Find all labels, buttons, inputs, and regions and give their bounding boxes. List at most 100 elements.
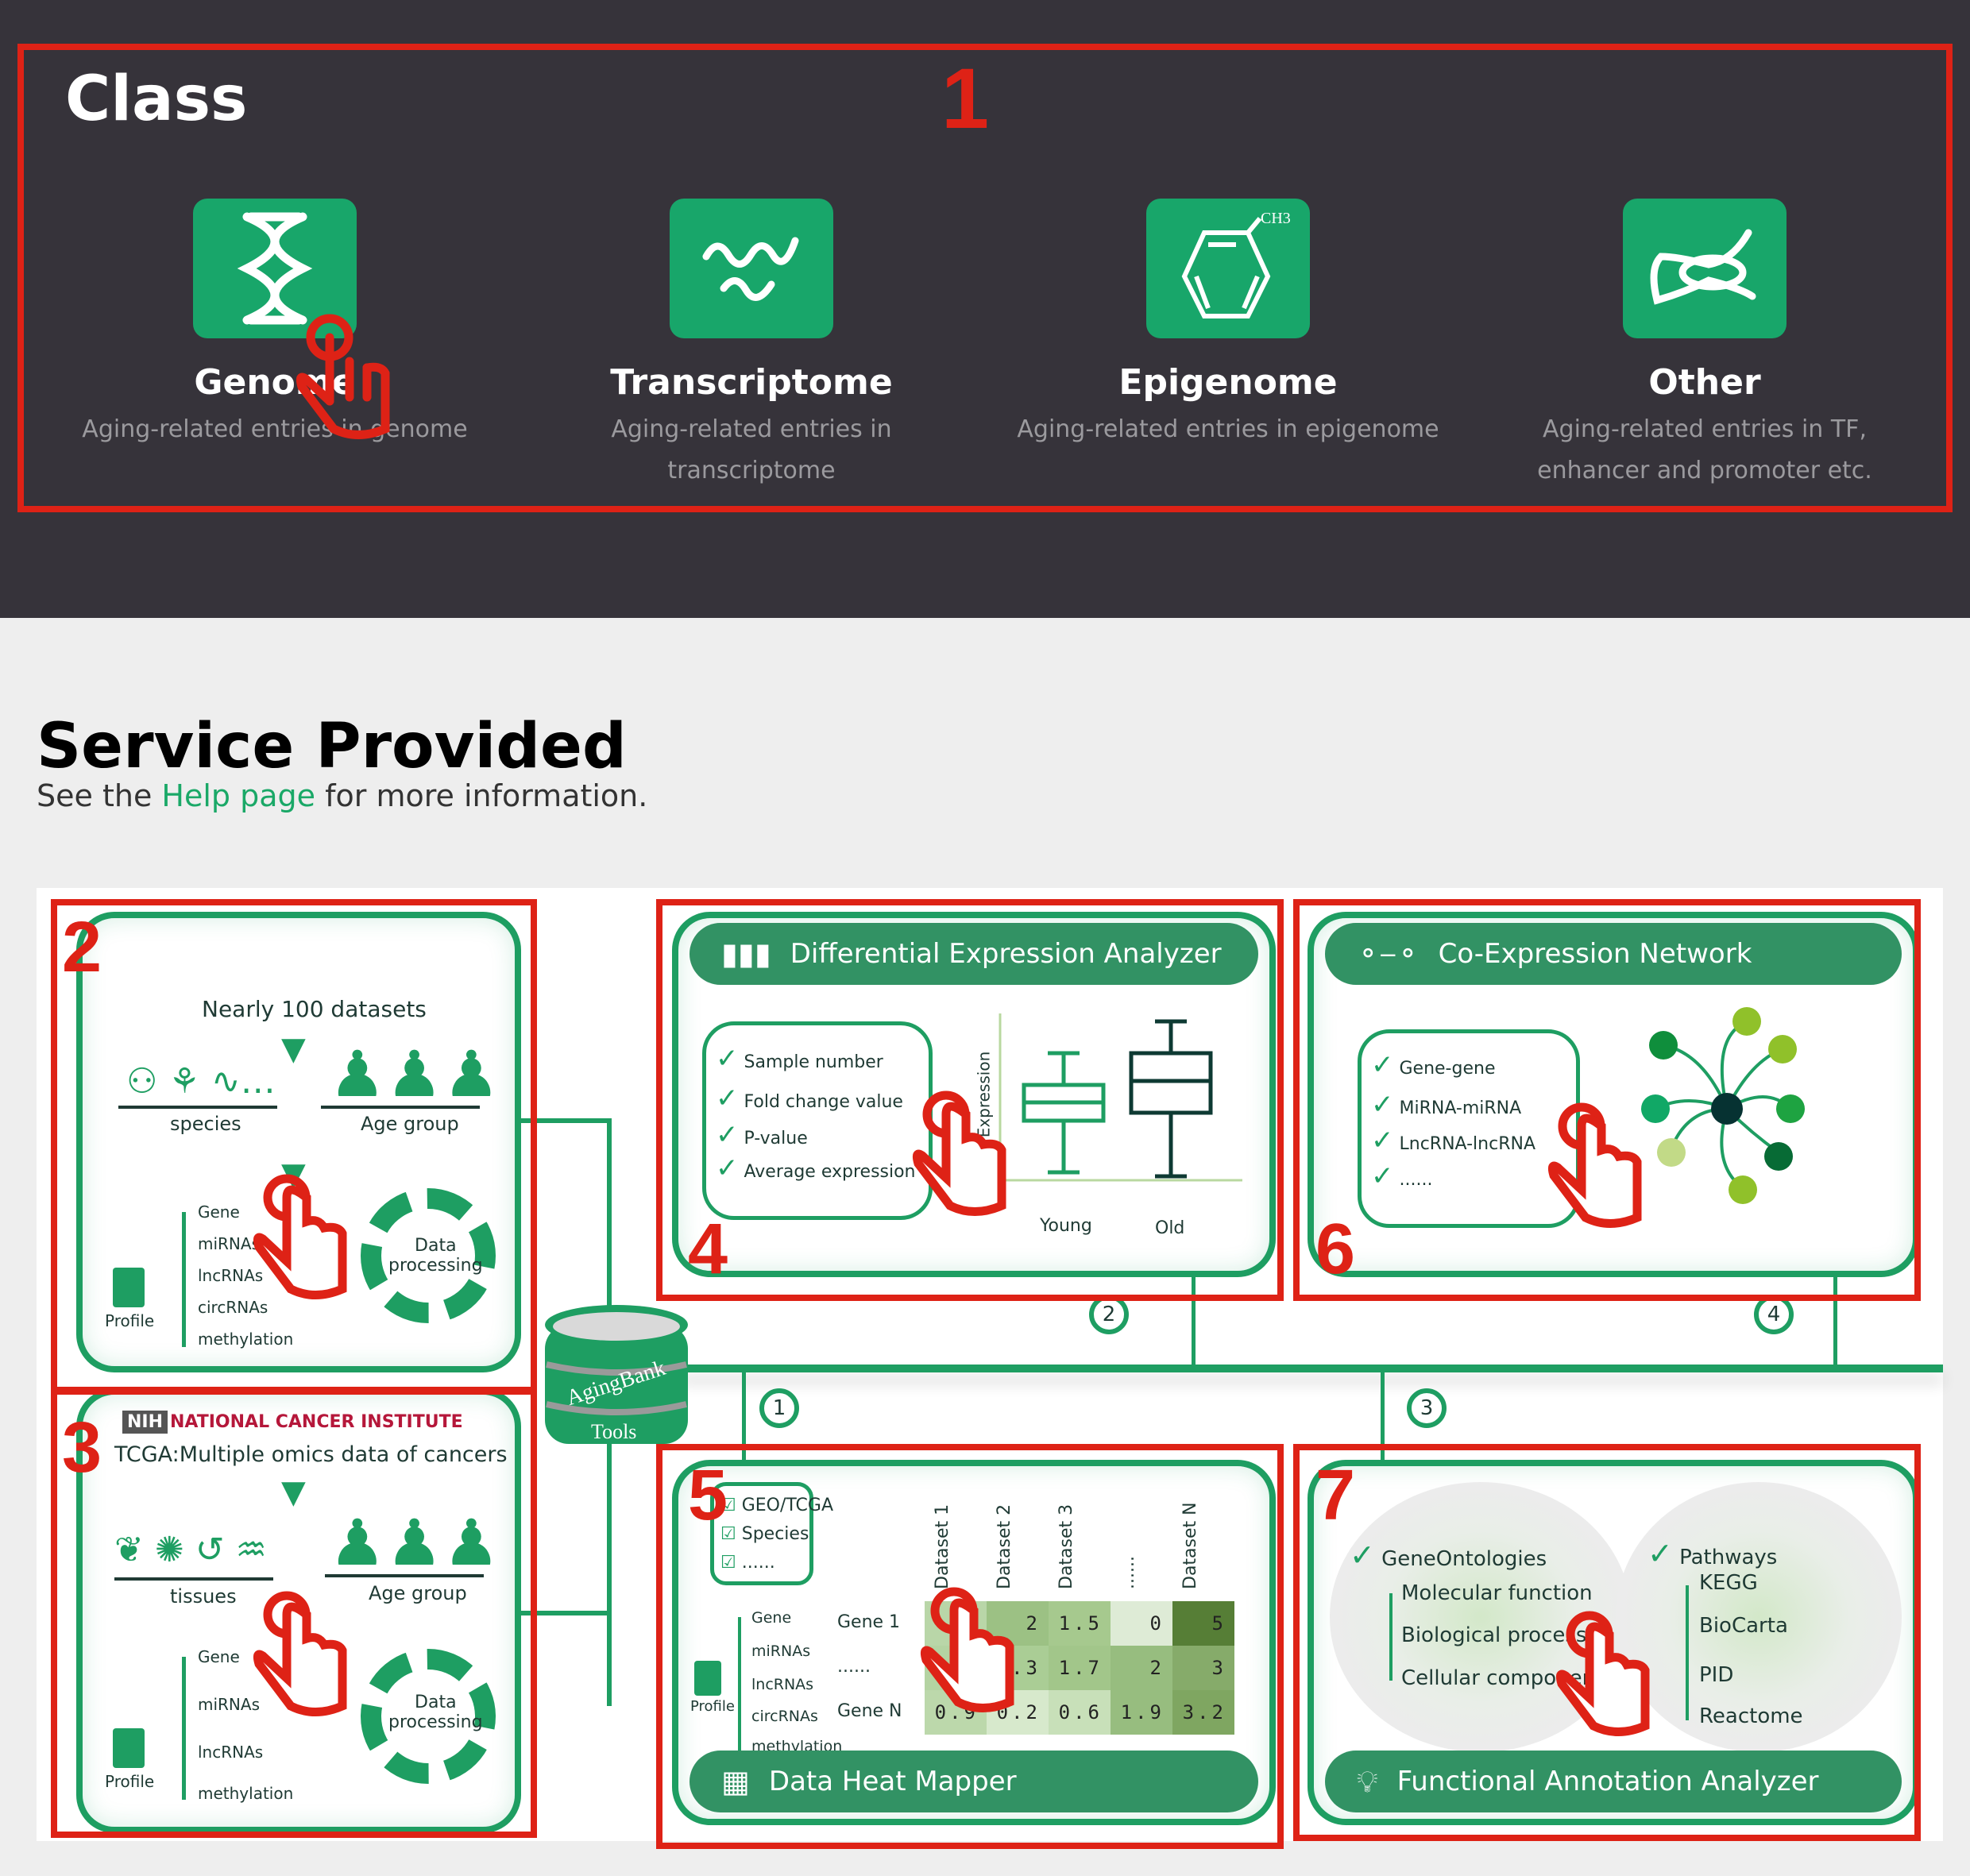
filter-item[interactable]: ☑ ...... <box>720 1553 775 1573</box>
check-item: ✓ Gene-gene <box>1371 1049 1496 1081</box>
pathway-item: Reactome <box>1699 1704 1803 1728</box>
heat-mapper-header[interactable]: ▦ Data Heat Mapper <box>690 1751 1258 1812</box>
coexpr-header[interactable]: ⚬‒⚬ Co-Expression Network <box>1325 923 1902 985</box>
profile-label: Profile <box>105 1772 155 1791</box>
go-item: Biological process <box>1401 1623 1587 1647</box>
rna-wave-icon[interactable] <box>670 199 833 338</box>
annotation-number-7: 7 <box>1315 1456 1356 1535</box>
age-group-label: Age group <box>369 1582 467 1604</box>
checkmark-icon: ✓ <box>716 1119 739 1151</box>
profile-item: Gene <box>198 1647 240 1666</box>
panel-differential-expression[interactable]: ▮▮▮ Differential Expression Analyzer ✓ S… <box>672 912 1276 1277</box>
profile-item: circRNAs <box>198 1298 268 1317</box>
annotation-number-5: 5 <box>688 1456 728 1535</box>
check-item: ✓ ...... <box>1371 1160 1433 1192</box>
hub-sub: Tools <box>591 1420 637 1443</box>
annotation-number-4: 4 <box>688 1210 728 1289</box>
panel-functional-annotation[interactable]: ✓ GeneOntologies Molecular function Biol… <box>1308 1460 1919 1825</box>
check-item: ✓ LncRNA-lncRNA <box>1371 1125 1535 1156</box>
tcga-heading: TCGA:Multiple omics data of cancers <box>114 1442 508 1467</box>
divider <box>114 1577 273 1581</box>
heatmap-cell: 1.9 <box>1111 1690 1172 1735</box>
age-group-people-icon: ♟♟♟ <box>329 1506 500 1580</box>
annotation-number-3: 3 <box>62 1408 102 1488</box>
pathway-title: ✓ Pathways <box>1647 1536 1778 1571</box>
main-bus-line <box>680 1365 1943 1372</box>
diff-expr-checklist: ✓ Sample number ✓ Fold change value ✓ P-… <box>702 1021 933 1220</box>
tree-line <box>182 1212 186 1347</box>
connector <box>1192 1277 1196 1368</box>
class-description: Aging-related entries in epigenome <box>1017 415 1439 443</box>
pathway-item: PID <box>1699 1663 1734 1687</box>
func-annot-header[interactable]: 💡︎ Functional Annotation Analyzer <box>1325 1751 1902 1812</box>
heatmap-column-label: ...... <box>1118 1556 1138 1589</box>
heatmap-column-label: Dataset 2 <box>995 1504 1014 1589</box>
service-title: Service Provided <box>37 711 627 782</box>
gear-step-icon: 4 <box>1754 1295 1794 1334</box>
filter-item[interactable]: ☑ Species <box>720 1524 809 1544</box>
agingbank-hub[interactable]: AgingBank Tools <box>537 1301 696 1460</box>
group-label: Old <box>1155 1218 1185 1238</box>
nih-badge: NIH <box>122 1411 168 1434</box>
network-nodes-icon: ⚬‒⚬ <box>1357 938 1420 970</box>
heatmap-cell: 0.9 <box>925 1690 987 1735</box>
filter-checklist: ☑ GEO/TCGA ☑ Species ☑ ...... <box>710 1482 833 1585</box>
heatmap-cell: 0.8 <box>925 1646 987 1690</box>
panel-coexpression-network[interactable]: ⚬‒⚬ Co-Expression Network ✓ Gene-gene ✓ … <box>1308 912 1919 1277</box>
methyl-benzene-icon[interactable]: CH3 <box>1146 199 1310 338</box>
panel-tcga[interactable]: NIH NATIONAL CANCER INSTITUTE TCGA:Multi… <box>76 1388 521 1833</box>
help-page-link[interactable]: Help page <box>161 778 316 813</box>
loop-ribbon-icon[interactable] <box>1623 199 1787 338</box>
checkbox-checked-icon: ☑ <box>720 1553 736 1573</box>
profile-document-icon <box>113 1728 145 1768</box>
profile-item: miRNAs <box>751 1642 811 1660</box>
dna-helix-icon[interactable] <box>193 199 357 338</box>
heatmap-cell: 1.3 <box>987 1646 1049 1690</box>
filter-item[interactable]: ☑ GEO/TCGA <box>720 1496 834 1515</box>
gear-step-icon: 1 <box>759 1388 799 1428</box>
class-card-epigenome[interactable]: CH3 Epigenome Aging-related entries in e… <box>990 199 1466 450</box>
divider <box>321 1106 480 1109</box>
heatmap-cell: 2 <box>987 1601 1049 1646</box>
check-item: ✓ Sample number <box>716 1043 883 1075</box>
checkmark-icon: ✓ <box>1371 1049 1394 1081</box>
diff-expr-header[interactable]: ▮▮▮ Differential Expression Analyzer <box>690 923 1258 985</box>
ch3-label: CH3 <box>1261 210 1291 227</box>
profile-item: Gene <box>751 1609 792 1627</box>
profile-item: lncRNAs <box>751 1676 814 1693</box>
class-card-other[interactable]: Other Aging-related entries in TF, enhan… <box>1466 199 1943 492</box>
panel-datasets[interactable]: Nearly 100 datasets ▼ ⚇ ⚘ ∿… species ♟♟♟… <box>76 912 521 1372</box>
profile-item: miRNAs <box>198 1234 260 1253</box>
profile-label: Profile <box>690 1698 735 1715</box>
checkbox-checked-icon: ☑ <box>720 1496 736 1515</box>
go-circle <box>1330 1482 1632 1752</box>
connector <box>516 1611 612 1615</box>
heatmap-cell: 0 <box>1111 1601 1172 1646</box>
class-name[interactable]: Epigenome <box>1118 362 1338 403</box>
class-description: Aging-related entries in transcriptome <box>611 415 892 484</box>
func-annot-title: Functional Annotation Analyzer <box>1396 1766 1819 1797</box>
box-old <box>1129 1019 1213 1179</box>
annotation-number-1: 1 <box>941 50 990 146</box>
profile-document-icon <box>113 1268 145 1307</box>
heatmap-row-label: Gene 1 <box>837 1612 901 1632</box>
class-name[interactable]: Genome <box>194 362 356 403</box>
profile-item: miRNAs <box>198 1695 260 1714</box>
box-young <box>1022 1051 1106 1175</box>
class-title: Class <box>65 64 248 135</box>
class-description: Aging-related entries in TF, enhancer an… <box>1537 415 1872 484</box>
class-name[interactable]: Transcriptome <box>610 362 893 403</box>
tree-line <box>738 1617 741 1752</box>
profile-item: circRNAs <box>751 1708 818 1725</box>
class-card-genome[interactable]: Genome Aging-related entries in genome <box>37 199 513 450</box>
heatmap-cell: 1.5 <box>1049 1601 1111 1646</box>
coexpr-checklist: ✓ Gene-gene ✓ MiRNA-miRNA ✓ LncRNA-lncRN… <box>1358 1029 1580 1228</box>
panel-data-heat-mapper[interactable]: ☑ GEO/TCGA ☑ Species ☑ ...... Profile Ge… <box>672 1460 1276 1825</box>
class-section: 1 Class Genome Aging-related entries in … <box>0 0 1970 618</box>
connector <box>1833 1277 1837 1368</box>
species-label: species <box>170 1113 241 1135</box>
class-name[interactable]: Other <box>1648 362 1761 403</box>
class-card-transcriptome[interactable]: Transcriptome Aging-related entries in t… <box>513 199 990 492</box>
